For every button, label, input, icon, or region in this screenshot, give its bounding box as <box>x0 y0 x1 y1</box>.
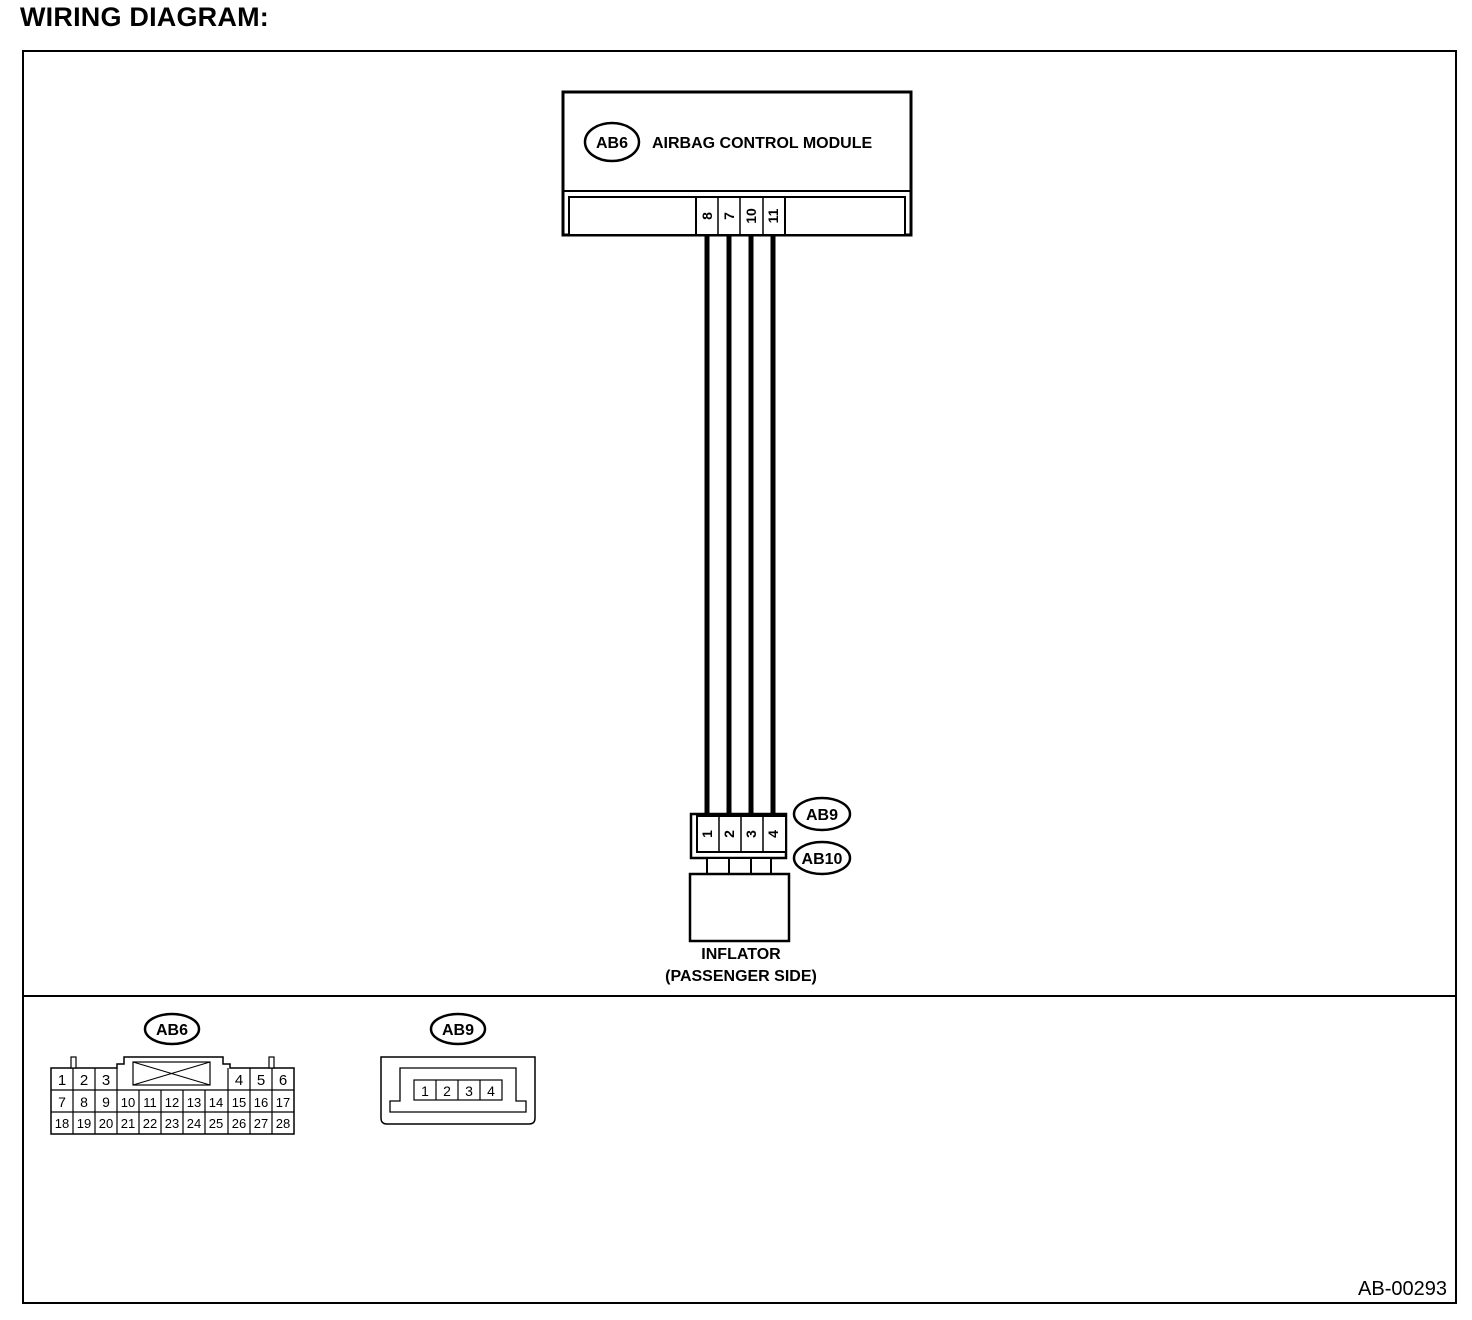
ab9-view-tag <box>429 1012 487 1046</box>
ab6-pin-21: 21 <box>121 1116 135 1131</box>
page-title: WIRING DIAGRAM: <box>20 2 269 32</box>
ab6-view-tag-label: AB6 <box>156 1022 188 1039</box>
airbag-control-module: AB6 AIRBAG CONTROL MODULE 8 7 10 11 <box>561 90 913 237</box>
inflator-pin-1: 1 <box>699 830 715 838</box>
ab9-view-pin-1: 1 <box>421 1083 429 1099</box>
ab6-pin-4: 4 <box>235 1072 243 1089</box>
ab6-pin-26: 26 <box>232 1116 246 1131</box>
ab6-pin-20: 20 <box>99 1116 113 1131</box>
ab6-pin-2: 2 <box>80 1072 88 1089</box>
inflator-pin-4: 4 <box>765 830 781 838</box>
module-pin-10: 10 <box>743 208 759 224</box>
ab6-view-tag <box>143 1012 201 1046</box>
inflator-body <box>688 872 791 943</box>
inflator-pin-3: 3 <box>743 830 759 838</box>
figure-code: AB-00293 <box>1358 1278 1447 1300</box>
inflator-name: INFLATOR <box>701 946 781 963</box>
ab9-view-pin-4: 4 <box>487 1083 495 1099</box>
module-pin-7: 7 <box>721 212 737 220</box>
module-pin-11: 11 <box>765 208 781 223</box>
connector-tag-ab6 <box>583 121 641 163</box>
ab6-pin-3: 3 <box>102 1072 110 1089</box>
ab6-pin-9: 9 <box>102 1094 110 1110</box>
ab6-pin-18: 18 <box>55 1116 69 1131</box>
ab9-view-tag-label: AB9 <box>442 1022 474 1039</box>
module-name: AIRBAG CONTROL MODULE <box>652 135 872 152</box>
ab6-latch-right <box>268 1056 275 1069</box>
wire-harness <box>704 235 776 816</box>
ab6-housing <box>50 1056 295 1135</box>
diagram-frame <box>22 50 1457 1304</box>
ab6-pin-13: 13 <box>187 1095 201 1110</box>
ab9-view-pin-2: 2 <box>443 1083 451 1099</box>
connector-tag-ab10 <box>792 840 852 876</box>
ab6-pin-6: 6 <box>279 1072 287 1089</box>
ab6-pin-11: 11 <box>143 1095 157 1110</box>
ab9-connector-view: AB9 1 2 3 4 <box>380 1012 536 1125</box>
inflator-leads <box>706 857 772 875</box>
ab6-pin-28: 28 <box>276 1116 290 1131</box>
ab6-latch-left <box>70 1056 77 1069</box>
ab6-pin-17: 17 <box>276 1095 290 1110</box>
inflator-connector: 1 2 3 4 AB9 AB10 INFLATOR (PASSENGER SID… <box>665 796 852 985</box>
inflator-pin-2: 2 <box>721 830 737 838</box>
ab6-pin-1: 1 <box>58 1072 66 1089</box>
ab6-pin-19: 19 <box>77 1116 91 1131</box>
ab9-view-pin-3: 3 <box>465 1083 473 1099</box>
connector-tag-ab10-label: AB10 <box>802 851 843 868</box>
ab6-pin-8: 8 <box>80 1094 88 1110</box>
ab6-connector-view: AB6 1 2 3 4 5 6 7 <box>50 1012 295 1135</box>
ab6-pin-5: 5 <box>257 1072 265 1089</box>
ab6-pin-23: 23 <box>165 1116 179 1131</box>
module-pin-8: 8 <box>699 212 715 220</box>
ab6-pin-22: 22 <box>143 1116 157 1131</box>
connector-tag-ab9-label: AB9 <box>806 807 838 824</box>
ab6-pin-15: 15 <box>232 1095 246 1110</box>
ab6-pin-24: 24 <box>187 1116 201 1131</box>
connector-tag-ab6-label: AB6 <box>596 135 628 152</box>
ab6-pin-16: 16 <box>254 1095 268 1110</box>
ab6-pin-12: 12 <box>165 1095 179 1110</box>
ab6-pin-10: 10 <box>121 1095 135 1110</box>
connector-tag-ab9 <box>792 796 852 832</box>
ab6-pin-25: 25 <box>209 1116 223 1131</box>
inflator-location: (PASSENGER SIDE) <box>665 968 817 985</box>
ab6-pin-27: 27 <box>254 1116 268 1131</box>
ab6-pin-14: 14 <box>209 1095 223 1110</box>
ab6-pin-7: 7 <box>58 1094 66 1110</box>
